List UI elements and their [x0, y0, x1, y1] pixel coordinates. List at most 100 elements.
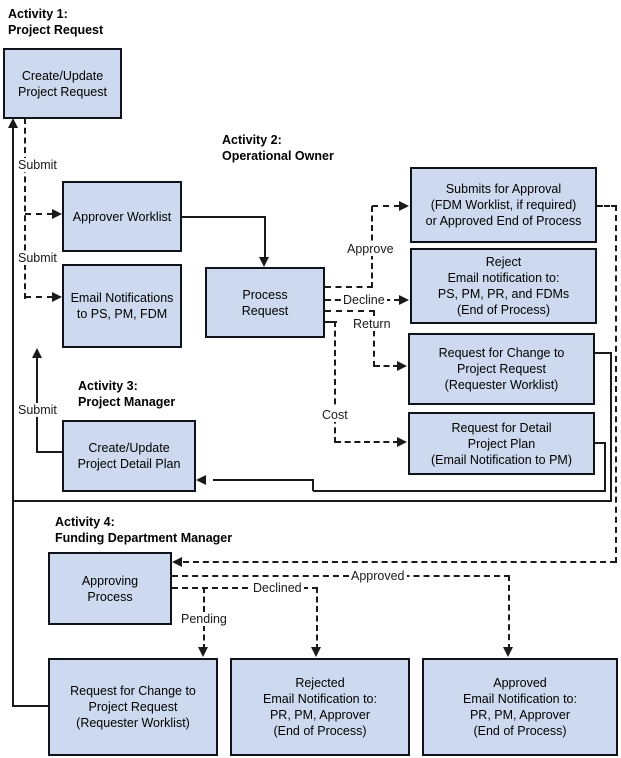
edge-label-return: Return [351, 317, 393, 331]
arrowhead [399, 295, 409, 305]
edge-label-approve: Approve [345, 242, 396, 256]
line-segment [374, 365, 399, 367]
node-label: (End of Process) [456, 303, 551, 317]
node-label: PR, PM, Approver [469, 708, 571, 722]
edge-label-submit-worklist: Submit [16, 158, 59, 172]
edge-label-cost: Cost [320, 408, 350, 422]
node-process-request: Process Request [205, 267, 325, 338]
node-approved-email: Approved Email Notification to: PR, PM, … [422, 658, 618, 756]
line-segment [182, 216, 266, 218]
arrowhead [397, 437, 407, 447]
node-label: Project Request [457, 362, 546, 376]
activity2-heading: Activity 2: Operational Owner [222, 132, 334, 164]
node-approving-process: Approving Process [48, 552, 172, 625]
node-label: Request for Change to [438, 346, 565, 360]
node-label: Request [241, 303, 289, 318]
arrowhead [172, 557, 182, 567]
line-segment [597, 205, 617, 207]
edge-label-submit-email: Submit [16, 251, 59, 265]
edge-label-declined: Declined [251, 581, 304, 595]
arrowhead [259, 257, 269, 267]
line-segment [325, 321, 337, 323]
node-label: Create/Update [21, 68, 104, 83]
node-label: Email Notification to: [263, 692, 377, 706]
line-segment [172, 575, 510, 577]
node-approver-worklist: Approver Worklist [62, 181, 182, 252]
arrowhead [311, 647, 321, 657]
node-request-detail-project-plan: Request for Detail Project Plan (Email N… [408, 412, 595, 475]
node-rejected-email: Rejected Email Notification to: PR, PM, … [230, 658, 410, 756]
node-label: Request for Change to [70, 684, 196, 698]
arrowhead [32, 348, 42, 358]
edge-label-submit-detail-plan: Submit [16, 403, 59, 417]
node-label: (FDM Worklist, if required) [430, 198, 577, 212]
line-segment [264, 216, 266, 260]
heading-line: Activity 2: [222, 133, 282, 147]
edge-label-decline: Decline [341, 293, 387, 307]
line-segment [335, 441, 399, 443]
node-label: Project Request [18, 84, 107, 99]
arrowhead [198, 647, 208, 657]
line-segment [610, 352, 612, 502]
heading-line: Operational Owner [222, 149, 334, 163]
heading-line: Project Manager [78, 395, 176, 409]
line-segment [12, 705, 48, 707]
node-label: Approved [493, 676, 547, 690]
arrowhead [196, 475, 206, 485]
heading-line: Activity 4: [55, 515, 115, 529]
node-label: Email Notifications [70, 291, 174, 305]
node-create-update-project-detail-plan: Create/Update Project Detail Plan [62, 420, 196, 492]
node-label: Approving [81, 573, 139, 588]
node-label: (End of Process) [473, 724, 567, 738]
activity3-heading: Activity 3: Project Manager [78, 378, 175, 410]
line-segment [25, 213, 53, 215]
line-segment [325, 310, 375, 312]
arrowhead [8, 118, 18, 128]
node-label: Create/Update [88, 441, 170, 455]
line-segment [373, 310, 375, 367]
line-segment [24, 118, 26, 299]
node-label: Request for Detail [451, 420, 552, 435]
node-label: PR, PM, Approver [269, 708, 371, 722]
line-segment [604, 442, 606, 492]
node-label: PS, PM, PR, and FDMs [437, 287, 570, 301]
line-segment [25, 296, 53, 298]
line-segment [334, 321, 336, 443]
line-segment [312, 479, 314, 491]
activity1-heading: Activity 1: Project Request [8, 6, 103, 38]
node-label: (Requester Worklist) [444, 378, 559, 392]
heading-line: Activity 3: [78, 379, 138, 393]
heading-line: Project Request [8, 23, 104, 37]
line-segment [183, 561, 616, 563]
arrowhead [52, 209, 62, 219]
arrowhead [503, 647, 513, 657]
node-label: Project Plan [467, 436, 536, 451]
node-label: Rejected [295, 676, 345, 690]
node-request-change-requester-worklist: Request for Change to Project Request (R… [48, 658, 218, 756]
edge-label-approved: Approved [349, 569, 407, 583]
line-segment [213, 479, 313, 481]
node-label: or Approved End of Process [425, 214, 582, 228]
activity4-heading: Activity 4: Funding Department Manager [55, 514, 232, 546]
line-segment [508, 575, 510, 650]
node-label: to PS, PM, FDM [76, 307, 168, 321]
heading-line: Funding Department Manager [55, 531, 233, 545]
node-submits-for-approval: Submits for Approval (FDM Worklist, if r… [410, 167, 597, 243]
node-label: Email Notification to: [463, 692, 577, 706]
node-label: Submits for Approval [445, 182, 562, 196]
arrowhead [399, 201, 409, 211]
line-segment [595, 352, 612, 354]
line-segment [37, 451, 62, 453]
node-label: (End of Process) [273, 724, 367, 738]
node-label: Email notification to: [447, 271, 560, 285]
node-reject-email: Reject Email notification to: PS, PM, PR… [410, 248, 597, 324]
node-label: Process [87, 589, 133, 604]
node-label: (Requester Worklist) [76, 716, 190, 730]
line-segment [595, 442, 606, 444]
line-segment [615, 205, 617, 563]
node-label: Reject [485, 255, 522, 269]
node-create-update-project-request: Create/Update Project Request [3, 48, 122, 119]
line-segment [313, 490, 606, 492]
arrowhead [52, 292, 62, 302]
